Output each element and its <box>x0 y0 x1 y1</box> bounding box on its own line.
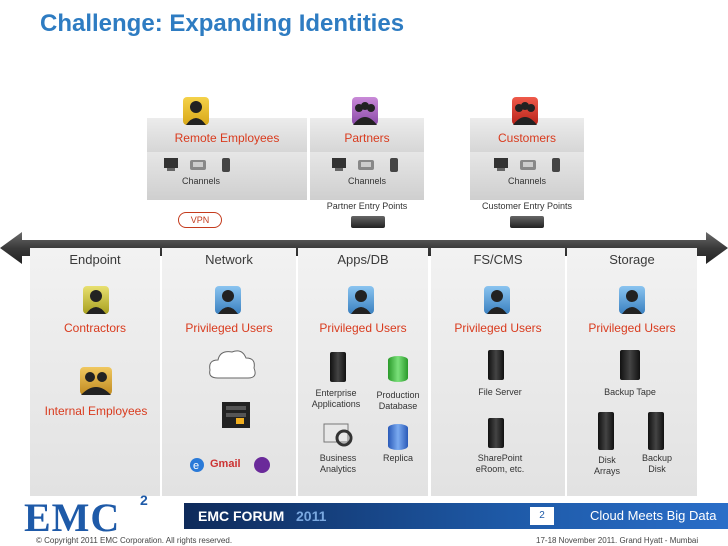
internal-employees-icon <box>80 367 112 395</box>
production-database-icon <box>388 356 408 382</box>
partner-router-icon <box>351 216 385 228</box>
partner-devices-icon <box>332 158 398 172</box>
customer-router-icon <box>510 216 544 228</box>
backup-tape-icon <box>620 350 640 380</box>
contractor-icon <box>83 286 109 314</box>
gmail-logo: Gmail <box>210 458 241 470</box>
file-server-icon <box>488 350 504 380</box>
copyright-text: © Copyright 2011 EMC Corporation. All ri… <box>36 536 233 545</box>
backup-tape-label: Backup Tape <box>604 387 656 397</box>
business-analytics-icon <box>323 423 353 447</box>
backup-disk-icon <box>648 412 664 450</box>
svg-text:e: e <box>193 460 199 472</box>
network-privileged-label: Privileged Users <box>185 321 273 335</box>
footer-bar: EMC FORUM 2011 2 Cloud Meets Big Data <box>184 503 728 529</box>
column-header-appsdb: Apps/DB <box>337 252 389 267</box>
partner-channels-label: Channels <box>347 176 387 186</box>
cloud-icon <box>209 350 256 379</box>
storage-privileged-icon <box>619 286 645 314</box>
page-number: 2 <box>530 507 554 525</box>
disk-arrays-label: Disk Arrays <box>593 455 620 476</box>
partners-icon <box>352 97 378 125</box>
customers-icon <box>512 97 538 125</box>
storage-privileged-label: Privileged Users <box>588 321 676 335</box>
fscms-privileged-label: Privileged Users <box>454 321 542 335</box>
internal-employees-label: Internal Employees <box>44 404 148 418</box>
column-header-endpoint: Endpoint <box>69 252 121 267</box>
sharepoint-label: SharePoint eRoom, etc. <box>475 453 525 474</box>
forum-year: 2011 <box>296 508 327 524</box>
remote-employee-icon <box>183 97 209 125</box>
yahoo-icon <box>254 457 270 473</box>
replica-label: Replica <box>382 453 413 463</box>
file-server-label: File Server <box>478 387 522 397</box>
customer-channels-label: Channels <box>507 176 547 186</box>
server-stack-icon <box>222 402 250 428</box>
fscms-privileged-icon <box>484 286 510 314</box>
remote-channels-label: Channels <box>181 176 221 186</box>
partner-entry-label: Partner Entry Points <box>326 201 408 211</box>
column-header-fscms: FS/CMS <box>473 252 523 267</box>
remote-devices-icon <box>164 158 230 172</box>
tagline: Cloud Meets Big Data <box>590 508 717 523</box>
forum-label: EMC FORUM <box>198 508 285 524</box>
emc-logo-superscript: 2 <box>140 492 148 508</box>
remote-employees-label: Remote Employees <box>174 131 280 145</box>
email-logos: e Gmail <box>188 456 278 474</box>
emc-logo: EMC 2 <box>24 492 156 540</box>
business-analytics-label: Business Analytics <box>319 453 357 474</box>
remote-employees-box: Remote Employees <box>147 118 307 152</box>
emc-logo-text: EMC <box>24 495 121 540</box>
sharepoint-server-icon <box>488 418 504 448</box>
replica-database-icon <box>388 424 408 450</box>
customers-label: Customers <box>497 131 556 145</box>
appsdb-privileged-icon <box>348 286 374 314</box>
contractors-label: Contractors <box>63 321 127 335</box>
enterprise-applications-label: Enterprise Applications <box>311 388 361 409</box>
backup-disk-label: Backup Disk <box>641 453 673 474</box>
enterprise-app-server-icon <box>330 352 346 382</box>
partners-label: Partners <box>344 131 390 145</box>
ie-icon: e <box>190 458 204 472</box>
network-privileged-icon <box>215 286 241 314</box>
disk-arrays-icon <box>598 412 614 450</box>
column-header-network: Network <box>205 252 253 267</box>
column-header-storage: Storage <box>609 252 655 267</box>
customer-entry-label: Customer Entry Points <box>481 201 573 211</box>
vpn-label: VPN <box>178 212 222 228</box>
customer-devices-icon <box>494 158 560 172</box>
appsdb-privileged-label: Privileged Users <box>319 321 407 335</box>
event-text: 17-18 November 2011. Grand Hyatt - Mumba… <box>536 536 699 545</box>
production-database-label: Production Database <box>376 390 420 411</box>
slide-title: Challenge: Expanding Identities <box>40 10 405 37</box>
